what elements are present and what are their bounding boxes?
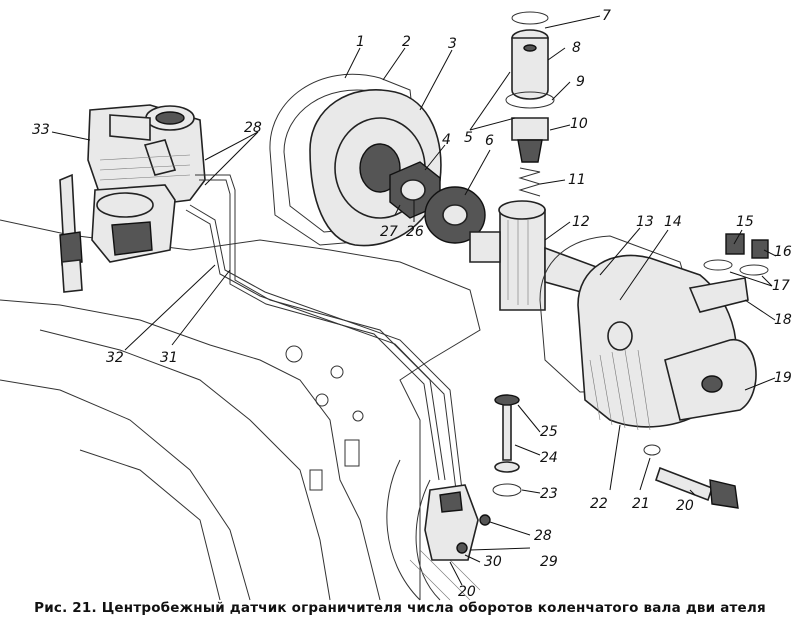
callout-17: 17 (772, 278, 790, 294)
callout-9: 9 (576, 74, 585, 90)
callout-25: 25 (540, 424, 558, 440)
callout-7: 7 (602, 8, 611, 24)
engine-block (0, 219, 481, 601)
callout-31: 31 (160, 350, 178, 366)
vacuum-pipes (185, 174, 463, 491)
filter-stack (505, 11, 555, 197)
callout-19: 19 (774, 370, 792, 386)
callout-22: 22 (590, 496, 608, 512)
bolt-washers (492, 394, 522, 497)
callout-15: 15 (736, 214, 754, 230)
callout-3: 3 (448, 36, 457, 52)
callout-18: 18 (774, 312, 792, 328)
callout-33: 33 (32, 122, 50, 138)
callout-labels: 1 2 3 4 5 6 7 8 9 10 11 12 13 14 15 16 1… (32, 8, 792, 600)
callout-10: 10 (570, 116, 588, 132)
callout-23: 23 (540, 486, 558, 502)
lower-connector (424, 484, 491, 561)
disc-gasket (424, 186, 486, 244)
leader-lines (51, 15, 777, 586)
cover-gasket (269, 73, 442, 247)
callout-20-bottom: 20 (458, 584, 476, 600)
callout-5: 5 (464, 130, 473, 146)
callout-13: 13 (636, 214, 654, 230)
callout-4: 4 (442, 132, 451, 148)
callout-16: 16 (774, 244, 792, 260)
callout-28-bottom: 28 (534, 528, 552, 544)
callout-2: 2 (402, 34, 411, 50)
callout-27: 27 (380, 224, 398, 240)
carburettor (59, 104, 206, 293)
callout-12: 12 (572, 214, 590, 230)
callout-24: 24 (540, 450, 558, 466)
figure-caption: Рис. 21. Центробежный датчик ограничител… (34, 600, 766, 616)
callout-21: 21 (632, 496, 650, 512)
housing (539, 233, 769, 431)
callout-28-top: 28 (244, 120, 262, 136)
callout-14: 14 (664, 214, 682, 230)
callout-11: 11 (568, 172, 586, 188)
callout-32: 32 (106, 350, 124, 366)
callout-29: 29 (540, 554, 558, 570)
callout-8: 8 (572, 40, 581, 56)
callout-1: 1 (356, 34, 365, 50)
callout-20-right: 20 (676, 498, 694, 514)
callout-6: 6 (485, 133, 494, 149)
callout-26: 26 (406, 224, 424, 240)
callout-30: 30 (484, 554, 502, 570)
bolt-right (643, 444, 739, 509)
